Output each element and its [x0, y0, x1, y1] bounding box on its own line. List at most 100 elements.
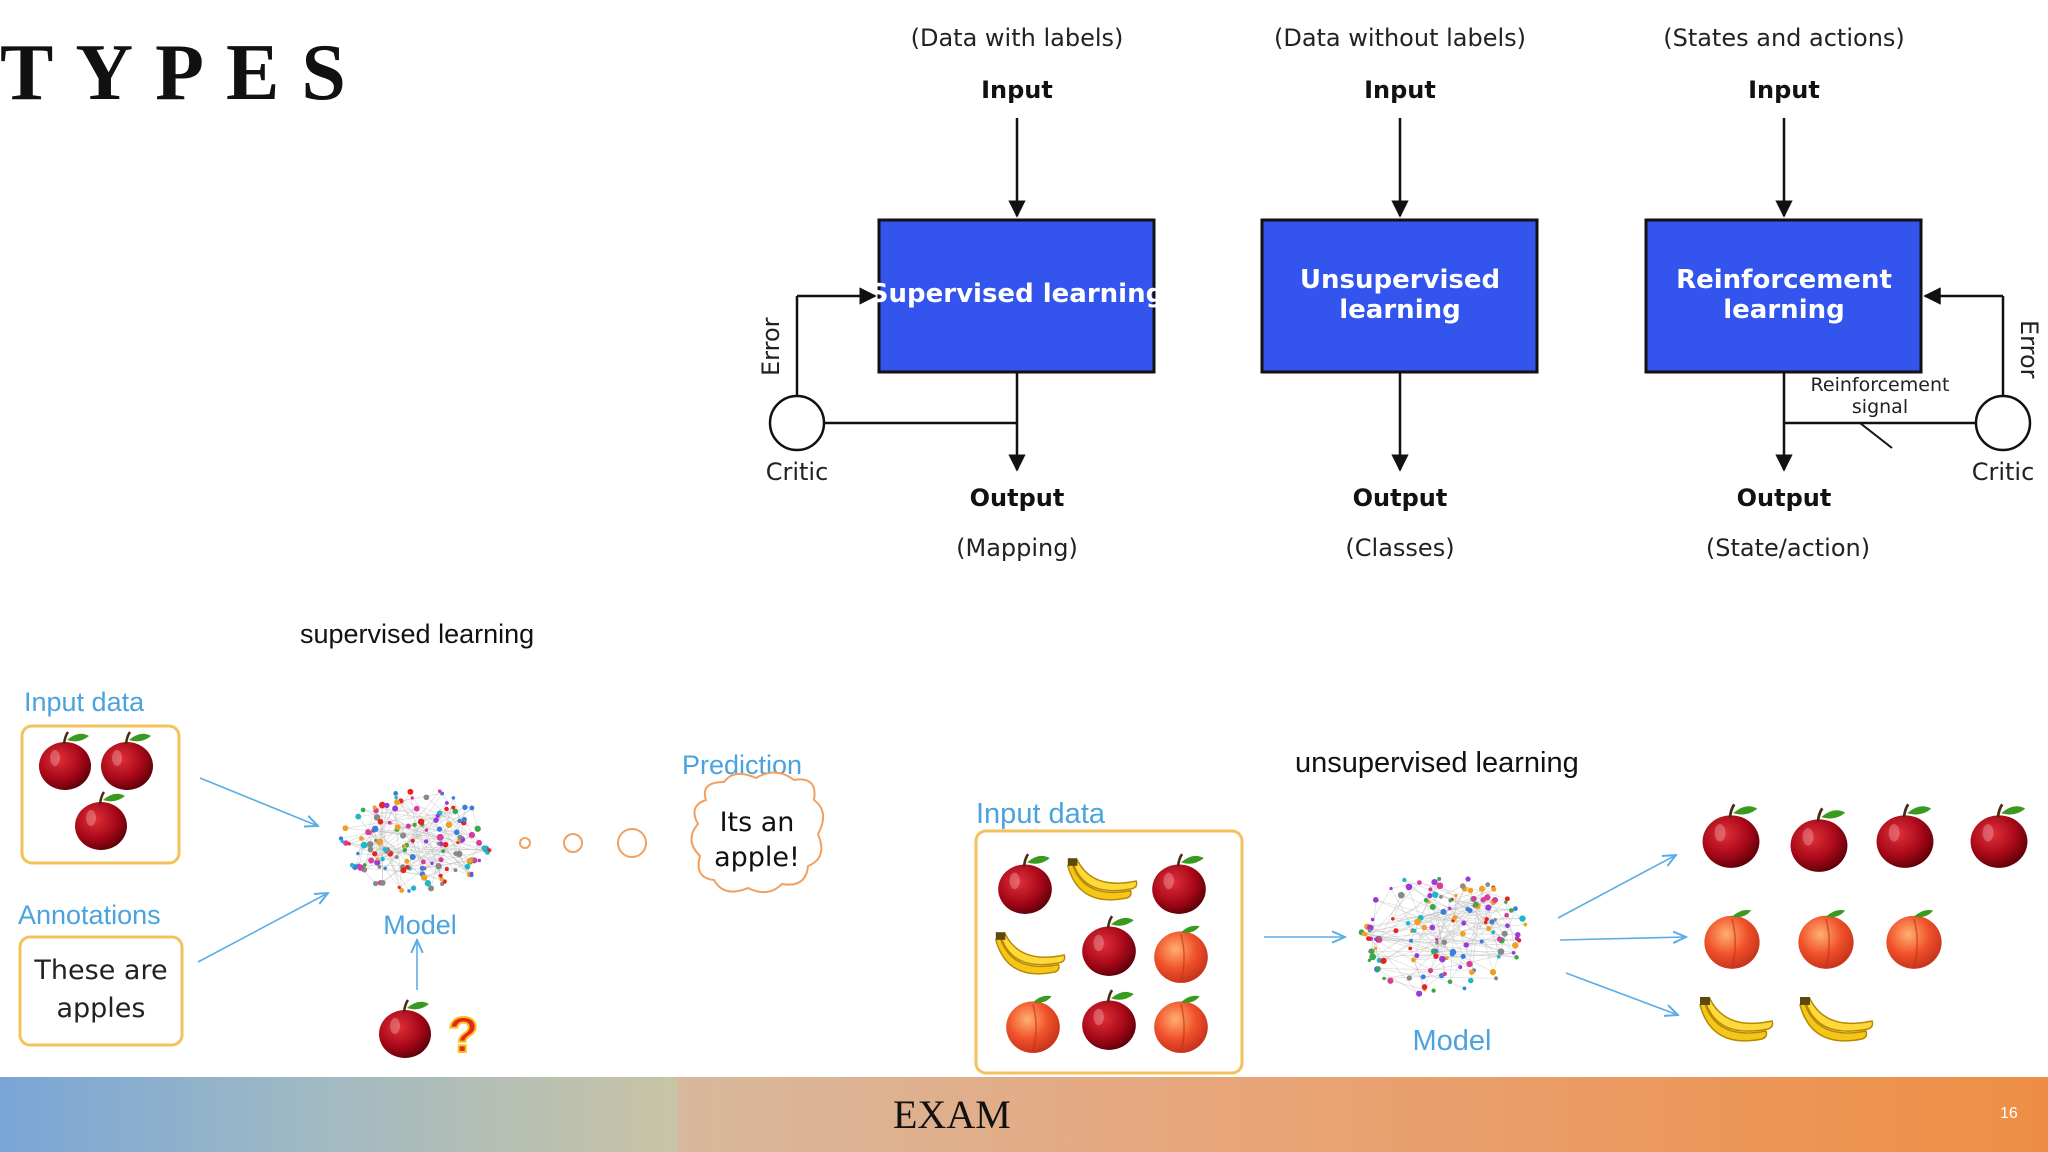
brain-node [394, 855, 399, 860]
reinforcement-result-label: (State/action) [1706, 534, 1870, 562]
brain-node [436, 833, 444, 841]
brain-node [368, 857, 375, 864]
brain-node [1429, 924, 1436, 931]
brain-node [1471, 896, 1477, 902]
annotation-text-line2: apples [56, 993, 145, 1024]
brain-node [1489, 919, 1495, 925]
brain-link [422, 819, 465, 875]
brain-link [1432, 927, 1461, 968]
brain-link [404, 845, 490, 851]
supervised-output-label: Output [970, 484, 1065, 512]
brain-node [365, 829, 372, 836]
brain-node [1491, 886, 1497, 892]
brain-node [1442, 971, 1447, 977]
brain-link [410, 791, 423, 875]
brain-node [1467, 887, 1474, 894]
apple-image [377, 998, 433, 1060]
brain-node [412, 822, 417, 827]
brain-node [360, 807, 366, 813]
brain-node [441, 849, 446, 854]
brain-link [374, 825, 409, 854]
brain-node [1361, 931, 1366, 936]
supervised-heading: supervised learning [300, 619, 534, 649]
supervised-learning-box [877, 218, 1156, 374]
brain-node [1405, 883, 1413, 891]
footer-left-band [0, 1077, 678, 1152]
brain-node [433, 817, 439, 823]
brain-node [1405, 921, 1411, 926]
brain-node [1496, 954, 1501, 959]
brain-link [1450, 887, 1494, 901]
brain-node [393, 791, 399, 796]
unsupervised-box-line2: learning [1339, 295, 1460, 325]
brain-node [453, 851, 458, 856]
brain-link [1449, 908, 1499, 957]
brain-node [357, 864, 364, 871]
brain-node [453, 829, 460, 836]
brain-link [354, 844, 365, 868]
brain-node [1449, 948, 1457, 956]
brain-node [397, 885, 401, 890]
brain-node [444, 867, 449, 872]
brain-link [407, 849, 490, 868]
brain-link [426, 830, 443, 880]
brain-node [1497, 948, 1505, 955]
slide-graphics: (Data with labels) Input Supervised lear… [18, 24, 2043, 1075]
brain-link [1401, 894, 1494, 933]
brain-node [1448, 906, 1452, 911]
brain-link [407, 844, 446, 868]
brain-node [423, 794, 430, 801]
brain-node [405, 864, 410, 870]
brain-node [420, 859, 426, 865]
apple-image [1789, 807, 1849, 874]
brain-node [1461, 920, 1467, 926]
model-brain-icon [338, 788, 492, 893]
brain-node [436, 841, 441, 846]
banana-image [1799, 996, 1874, 1042]
brain-link [1390, 882, 1420, 889]
brain-node [371, 825, 379, 833]
brain-node [1460, 930, 1466, 937]
brain-node [359, 836, 364, 841]
brain-node [1484, 894, 1491, 901]
brain-node [375, 857, 380, 861]
brain-link [385, 867, 442, 880]
brain-node [1452, 915, 1458, 921]
brain-node [435, 813, 440, 819]
brain-link [396, 801, 460, 841]
brain-link [1369, 908, 1516, 932]
brain-node [1439, 955, 1446, 963]
brain-node [1458, 965, 1463, 970]
supervised-input-label: Input [981, 76, 1053, 104]
brain-node [1511, 950, 1516, 955]
brain-node [461, 816, 467, 823]
unsupervised-model-label: Model [1413, 1025, 1492, 1057]
footer-label: EXAM [893, 1092, 1011, 1137]
supervised-block: (Data with labels) Input Supervised lear… [757, 24, 1164, 562]
brain-node [1466, 960, 1473, 968]
unsupervised-result-label: (Classes) [1345, 534, 1454, 562]
brain-node [470, 871, 474, 876]
brain-node [1431, 878, 1438, 886]
brain-node [435, 863, 442, 870]
brain-link [1378, 968, 1475, 971]
unsupervised-input-data-label: Input data [976, 798, 1106, 830]
brain-node [430, 861, 434, 866]
apple-image [1701, 803, 1761, 870]
brain-node [394, 824, 401, 831]
brain-node [1444, 956, 1449, 961]
brain-node [424, 828, 429, 832]
brain-node [442, 841, 449, 848]
brain-node [452, 808, 459, 815]
reinforcement-learning-box [1644, 218, 1923, 374]
prediction-text-line2: apple! [714, 842, 800, 873]
brain-node [469, 805, 475, 811]
brain-node [1504, 912, 1509, 918]
brain-node [1389, 886, 1393, 891]
reinforcement-output-label: Output [1737, 484, 1832, 512]
brain-node [423, 839, 429, 844]
brain-link [1383, 941, 1445, 962]
brain-node [1373, 946, 1378, 951]
brain-node [356, 851, 360, 856]
brain-node [1462, 986, 1467, 991]
